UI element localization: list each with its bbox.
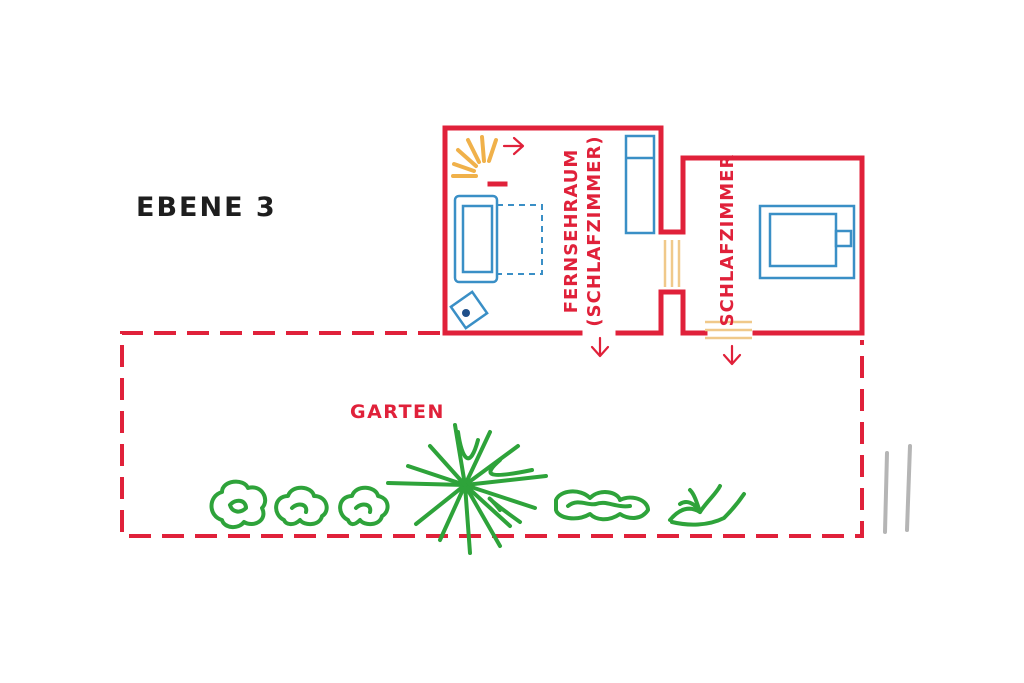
armchair-icon (449, 290, 489, 330)
fence-icon (883, 444, 912, 534)
arrow-down-icon (722, 344, 742, 366)
sofa-bed-extension (496, 204, 543, 275)
shrub-icon (338, 485, 390, 527)
arrow-down-icon (590, 336, 610, 358)
garden-outline (120, 331, 864, 538)
hedge-icon (554, 489, 650, 522)
room-fernsehraum-walls (442, 125, 664, 336)
small-plant-icon (668, 484, 746, 527)
sun-icon (451, 135, 498, 178)
schlafzimmer-exit-door (705, 320, 752, 340)
room-schlafzimmer-walls (658, 155, 865, 336)
sofa-icon (453, 194, 499, 284)
arrow-right-icon (502, 136, 525, 156)
room-label-schlafzimmer: SCHLAFZIMMER (717, 154, 738, 327)
room-label-fernsehraum-sub: (SCHLAFZIMMER) (584, 135, 605, 326)
palm-tree-icon (386, 423, 548, 555)
room-label-fernsehraum: FERNSEHRAUM (561, 149, 582, 314)
shrub-icon (274, 485, 329, 527)
bed-icon (758, 204, 856, 280)
inner-door (663, 240, 681, 287)
floor-label: EBENE 3 (136, 192, 277, 223)
room-label-garten: GARTEN (350, 401, 445, 423)
cabinet-icon (624, 134, 656, 235)
shrub-icon (209, 479, 268, 529)
